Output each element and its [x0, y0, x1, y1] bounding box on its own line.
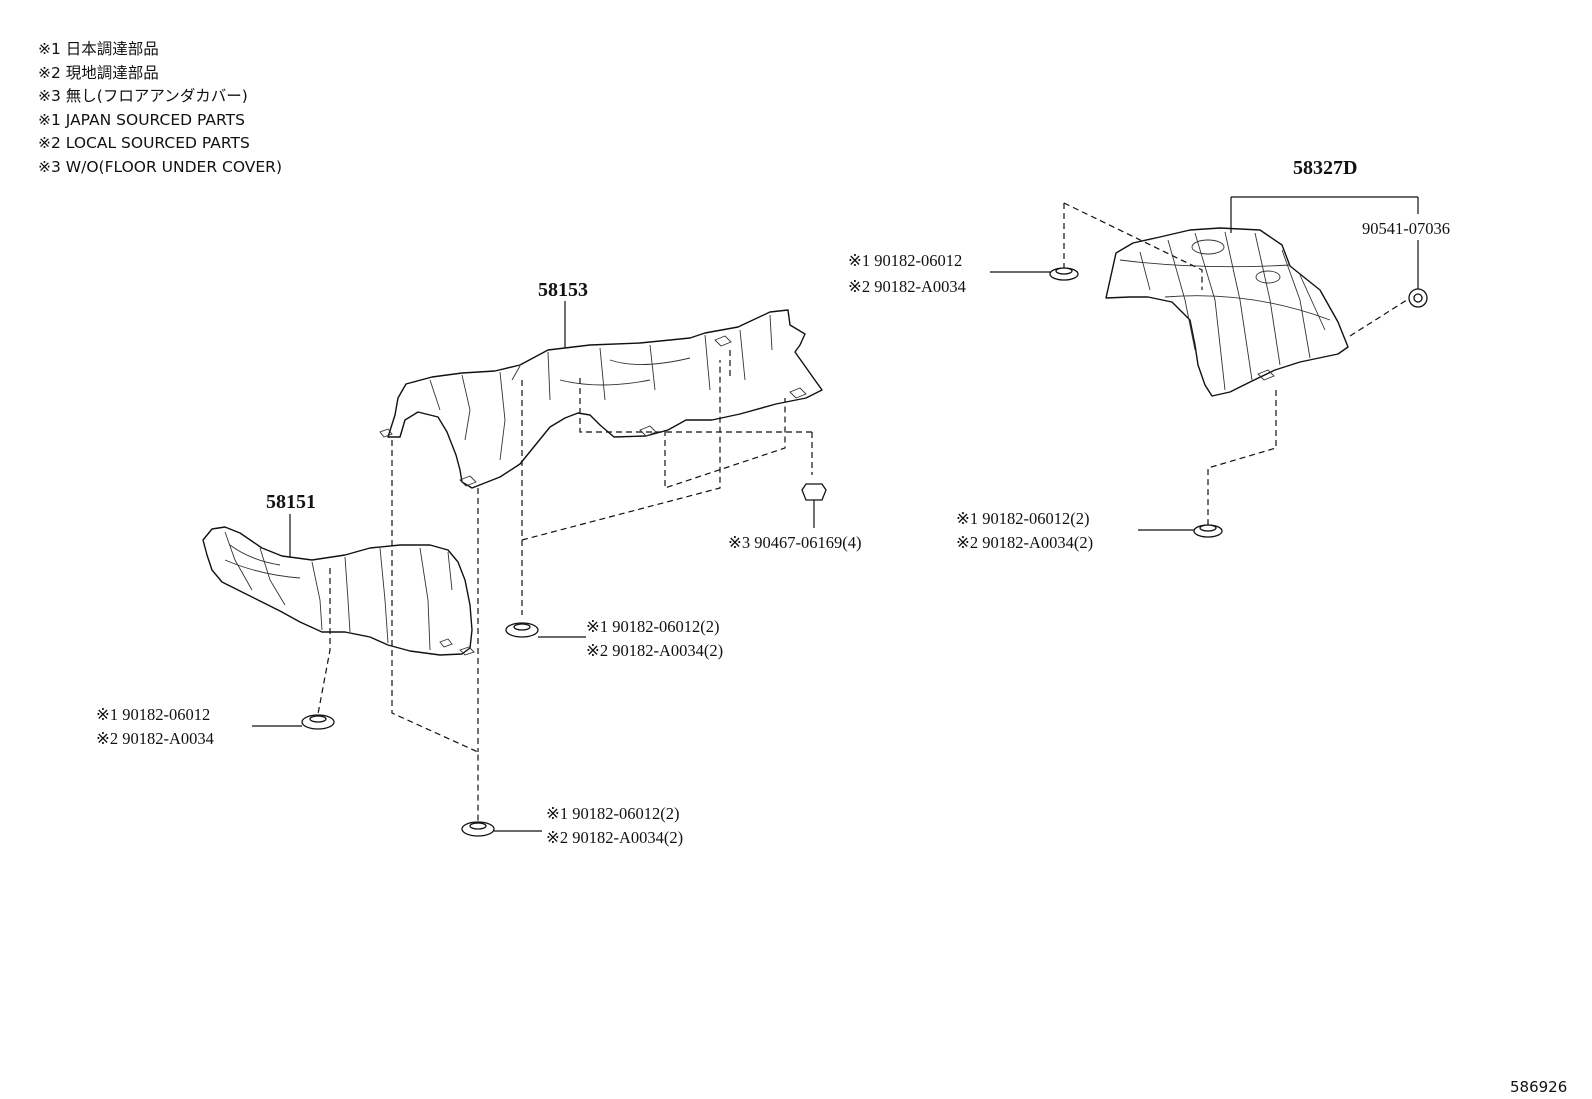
clip-right-top[interactable] — [1049, 267, 1079, 281]
callout-bottom: ※1 90182-06012(2) ※2 90182-A0034(2) — [494, 804, 683, 847]
callout-right-bottom-line-2: ※2 90182-A0034(2) — [956, 533, 1093, 552]
callout-left: ※1 90182-06012 ※2 90182-A0034 — [96, 705, 302, 748]
callout-left-line-1: ※1 90182-06012 — [96, 705, 210, 724]
clip-bottom[interactable] — [461, 821, 495, 837]
callout-right-top: ※1 90182-06012 ※2 90182-A0034 — [848, 251, 1050, 296]
callout-center-lower-line-2: ※2 90182-A0034(2) — [586, 641, 723, 660]
clip-center-lower[interactable] — [505, 622, 539, 638]
callout-right-bottom: ※1 90182-06012(2) ※2 90182-A0034(2) — [956, 509, 1194, 552]
callout-90467: ※3 90467-06169(4) — [728, 533, 861, 552]
callout-center-lower: ※1 90182-06012(2) ※2 90182-A0034(2) — [538, 617, 723, 660]
legend: ※1 日本調達部品 ※2 現地調達部品 ※3 無し(フロアアンダカバー) ※1 … — [38, 38, 282, 180]
part-90541-number: 90541-07036 — [1362, 219, 1450, 238]
callout-left-line-2: ※2 90182-A0034 — [96, 729, 214, 748]
legend-line-1: ※1 日本調達部品 — [38, 40, 159, 58]
legend-line-2: ※2 現地調達部品 — [38, 63, 159, 82]
legend-line-6: ※3 W/O(FLOOR UNDER COVER) — [38, 157, 282, 176]
callout-right-top-line-2: ※2 90182-A0034 — [848, 277, 966, 296]
callout-90467-text: ※3 90467-06169(4) — [728, 533, 861, 552]
legend-line-4: ※1 JAPAN SOURCED PARTS — [38, 110, 245, 129]
part-58153-label: 58153 — [538, 279, 588, 348]
part-58151-label: 58151 — [266, 491, 316, 557]
clip-90467[interactable] — [801, 483, 827, 528]
legend-line-5: ※2 LOCAL SOURCED PARTS — [38, 134, 250, 153]
part-58151-cover[interactable] — [202, 526, 475, 656]
callout-bottom-line-1: ※1 90182-06012(2) — [546, 804, 679, 823]
part-58151-number: 58151 — [266, 491, 316, 513]
callout-right-top-line-1: ※1 90182-06012 — [848, 251, 962, 270]
callout-center-lower-line-1: ※1 90182-06012(2) — [586, 617, 719, 636]
legend-line-3: ※3 無し(フロアアンダカバー) — [38, 87, 248, 106]
part-58327d-cover[interactable] — [1105, 227, 1349, 397]
part-58327d-label: 58327D 90541-07036 — [1230, 157, 1450, 290]
part-58153-number: 58153 — [538, 279, 588, 301]
clip-right-bottom[interactable] — [1193, 524, 1223, 538]
clip-left[interactable] — [301, 714, 335, 730]
document-id: 586926 — [1510, 1078, 1567, 1096]
clip-90541[interactable] — [1408, 288, 1428, 308]
part-58153-cover[interactable] — [379, 309, 823, 489]
callout-bottom-line-2: ※2 90182-A0034(2) — [546, 828, 683, 847]
part-58327d-number: 58327D — [1293, 157, 1357, 179]
assembly-lines — [317, 202, 1411, 822]
callout-right-bottom-line-1: ※1 90182-06012(2) — [956, 509, 1089, 528]
